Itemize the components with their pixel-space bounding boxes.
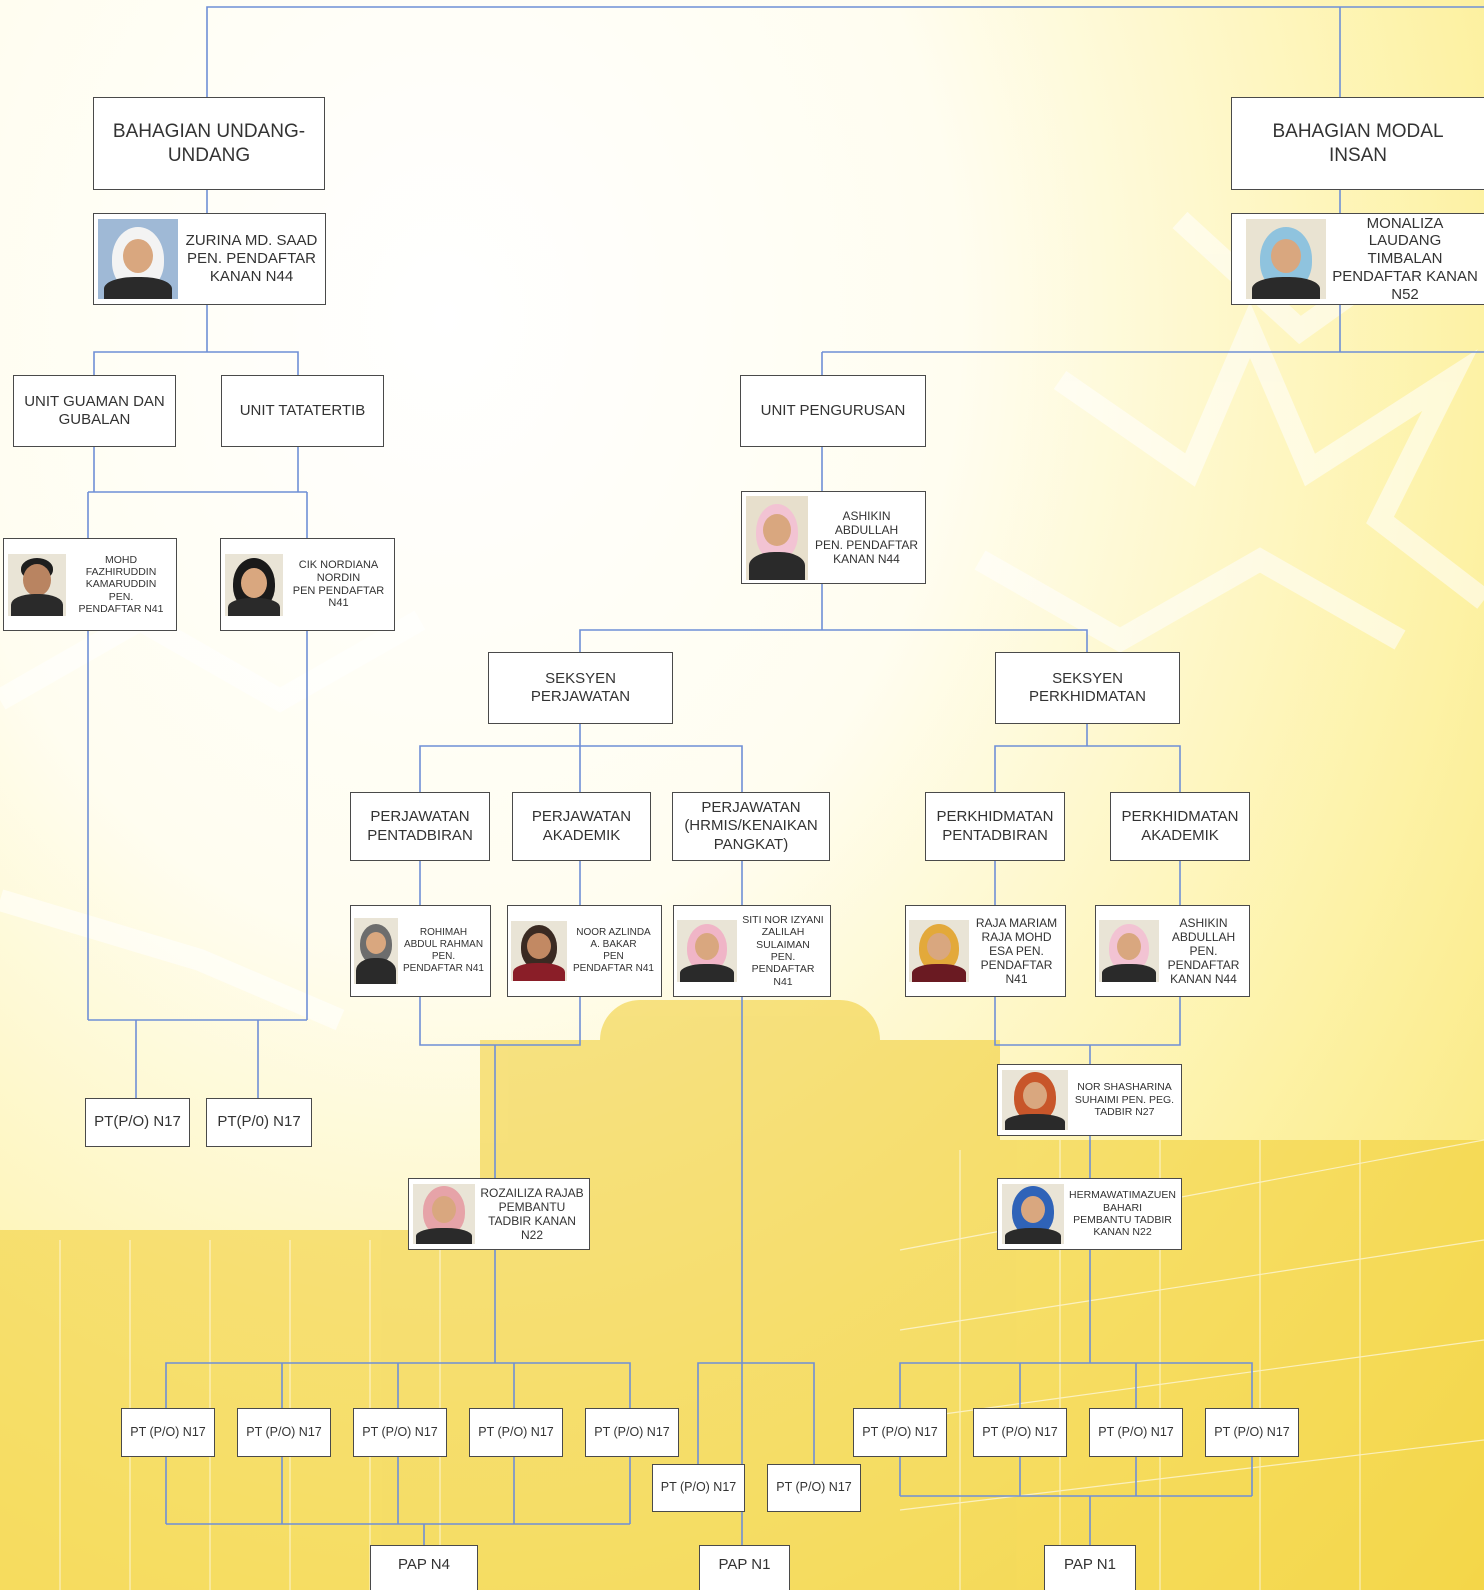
post-pt-perkhidmatan-4: PT (P/O) N17 [1205, 1408, 1299, 1457]
post-pt-perkhidmatan-1: PT (P/O) N17 [853, 1408, 947, 1457]
person-card-hermawati: HERMAWATIMAZUEN BAHARI PEMBANTU TADBIR K… [997, 1178, 1182, 1250]
post-pt-left-1: PT(P/O) N17 [85, 1098, 190, 1147]
avatar [1002, 1070, 1068, 1130]
person-card-ashikin-pengurusan: ASHIKIN ABDULLAH PEN. PENDAFTAR KANAN N4… [741, 491, 926, 584]
avatar [413, 1184, 475, 1244]
avatar [909, 920, 969, 982]
perjawatan-akademik: PERJAWATAN AKADEMIK [512, 792, 651, 861]
perkhidmatan-akademik: PERKHIDMATAN AKADEMIK [1110, 792, 1250, 861]
heading-bahagian-undang-undang: BAHAGIAN UNDANG-UNDANG [93, 97, 325, 190]
perkhidmatan-pentadbiran: PERKHIDMATAN PENTADBIRAN [925, 792, 1065, 861]
unit-tatatertib: UNIT TATATERTIB [221, 375, 384, 447]
perjawatan-pentadbiran: PERJAWATAN PENTADBIRAN [350, 792, 490, 861]
post-pt-perjawatan-1: PT (P/O) N17 [121, 1408, 215, 1457]
post-pap-n1-right: PAP N1 [1044, 1545, 1136, 1590]
avatar [1002, 1184, 1064, 1244]
person-card-zurina: ZURINA MD. SAAD PEN. PENDAFTAR KANAN N44 [93, 213, 326, 305]
person-card-rohimah: ROHIMAH ABDUL RAHMAN PEN. PENDAFTAR N41 [350, 905, 491, 997]
post-pt-perkhidmatan-3: PT (P/O) N17 [1089, 1408, 1183, 1457]
seksyen-perkhidmatan: SEKSYEN PERKHIDMATAN [995, 652, 1180, 724]
seksyen-perjawatan: SEKSYEN PERJAWATAN [488, 652, 673, 724]
person-card-nordiana: CIK NORDIANA NORDIN PEN PENDAFTAR N41 [220, 538, 395, 631]
post-pt-perjawatan-4: PT (P/O) N17 [469, 1408, 563, 1457]
post-pt-hrmis-2: PT (P/O) N17 [767, 1464, 861, 1512]
avatar [677, 920, 737, 982]
unit-pengurusan: UNIT PENGURUSAN [740, 375, 926, 447]
unit-guaman-dan-gubalan: UNIT GUAMAN DAN GUBALAN [13, 375, 176, 447]
avatar [98, 219, 178, 299]
post-pt-left-2: PT(P/0) N17 [206, 1098, 312, 1147]
person-card-azlinda: NOOR AZLINDA A. BAKAR PEN PENDAFTAR N41 [507, 905, 662, 997]
perjawatan-hrmis: PERJAWATAN (HRMIS/KENAIKAN PANGKAT) [672, 792, 830, 861]
avatar [225, 553, 283, 616]
post-pap-n1-middle: PAP N1 [699, 1545, 790, 1590]
person-card-rozailiza: ROZAILIZA RAJAB PEMBANTU TADBIR KANAN N2… [408, 1178, 590, 1250]
post-pt-perjawatan-2: PT (P/O) N17 [237, 1408, 331, 1457]
avatar [511, 921, 567, 981]
avatar [354, 918, 398, 984]
avatar [1099, 920, 1159, 982]
person-card-ashikin-perkhidmatan: ASHIKIN ABDULLAH PEN. PENDAFTAR KANAN N4… [1095, 905, 1250, 997]
post-pt-perjawatan-5: PT (P/O) N17 [585, 1408, 679, 1457]
post-pap-n4: PAP N4 [370, 1545, 478, 1590]
heading-bahagian-modal-insan: BAHAGIAN MODAL INSAN [1231, 97, 1484, 190]
post-pt-perkhidmatan-2: PT (P/O) N17 [973, 1408, 1067, 1457]
person-card-raja-mariam: RAJA MARIAM RAJA MOHD ESA PEN. PENDAFTAR… [905, 905, 1066, 997]
post-pt-hrmis-1: PT (P/O) N17 [652, 1464, 745, 1512]
avatar [8, 553, 66, 616]
person-card-izyani: SITI NOR IZYANI ZALILAH SULAIMAN PEN. PE… [673, 905, 831, 997]
person-card-fazhiruddin: MOHD FAZHIRUDDIN KAMARUDDIN PEN. PENDAFT… [3, 538, 177, 631]
person-card-monaliza: MONALIZA LAUDANG TIMBALAN PENDAFTAR KANA… [1231, 213, 1484, 305]
avatar [1246, 219, 1326, 299]
person-card-shasharina: NOR SHASHARINA SUHAIMI PEN. PEG. TADBIR … [997, 1064, 1182, 1136]
avatar [746, 495, 808, 580]
post-pt-perjawatan-3: PT (P/O) N17 [353, 1408, 447, 1457]
